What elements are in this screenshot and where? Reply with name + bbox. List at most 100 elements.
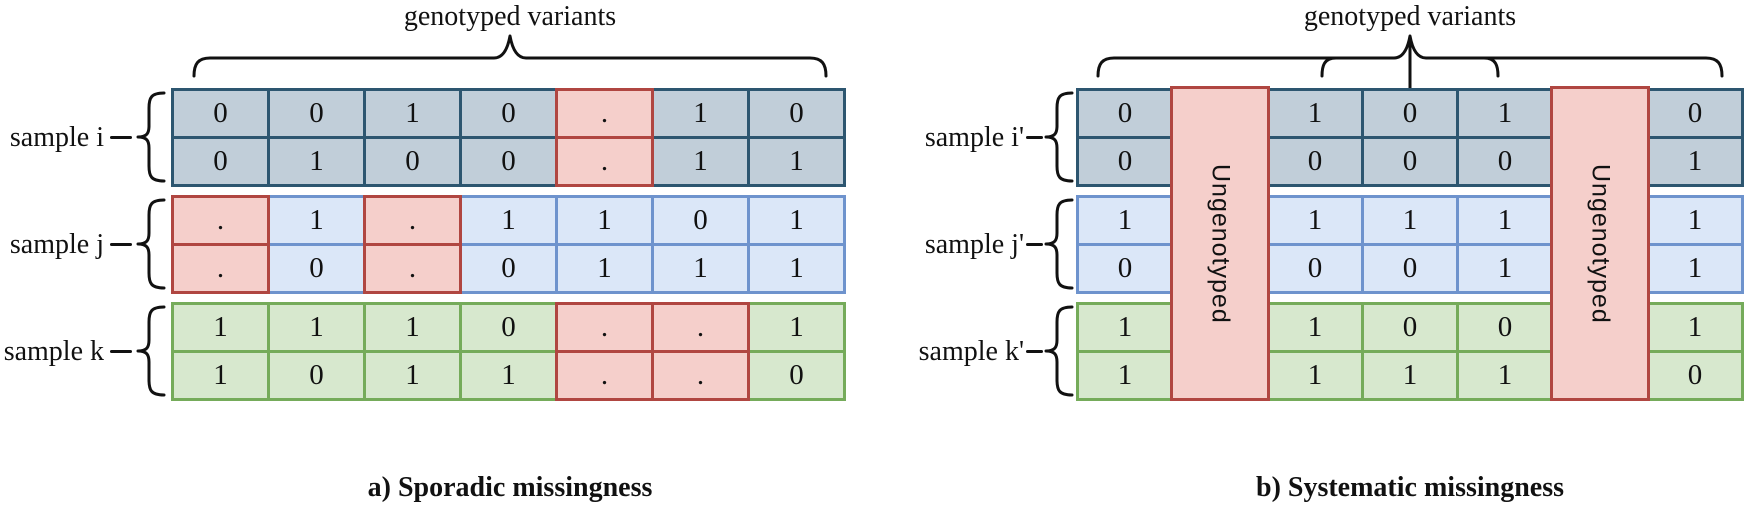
sample-label: sample k' — [918, 335, 1024, 367]
ungenotyped-bar: Ungenotyped — [1170, 86, 1270, 401]
label-connector-dash — [1026, 349, 1043, 353]
genotype-cell: 0 — [1076, 243, 1174, 294]
genotype-cell: 1 — [171, 302, 270, 353]
genotype-cell: 0 — [1456, 302, 1554, 353]
genotype-cell: 0 — [1076, 136, 1174, 187]
ungenotyped-bar: Ungenotyped — [1550, 86, 1650, 401]
genotype-cell: 1 — [1266, 302, 1364, 353]
sample-brace — [136, 305, 166, 397]
genotype-cell: 0 — [1266, 136, 1364, 187]
genotype-cell: 0 — [1361, 136, 1459, 187]
genotype-cell: 0 — [363, 136, 462, 187]
ungenotyped-label: Ungenotyped — [1586, 163, 1615, 324]
genotype-cell: 1 — [459, 350, 558, 401]
sample-brace — [1044, 198, 1074, 290]
genotype-cell: 1 — [1456, 243, 1554, 294]
genotype-cell: 1 — [1646, 136, 1744, 187]
genotype-cell: 0 — [1361, 302, 1459, 353]
genotype-cell: 0 — [459, 302, 558, 353]
overbrace-b — [1096, 34, 1724, 90]
genotype-cell: 0 — [1646, 88, 1744, 139]
genotype-cell: 1 — [171, 350, 270, 401]
genotype-cell: 1 — [1456, 195, 1554, 246]
genotype-cell: 1 — [1456, 350, 1554, 401]
genotype-cell: 0 — [651, 195, 750, 246]
missing-cell: . — [363, 195, 462, 246]
genotype-cell: 0 — [267, 243, 366, 294]
sample-brace — [136, 91, 166, 183]
genotype-cell: 0 — [459, 136, 558, 187]
label-connector-dash — [1026, 242, 1043, 246]
genotype-cell: 0 — [747, 88, 846, 139]
missing-cell: . — [555, 136, 654, 187]
genotype-cell: 0 — [1266, 243, 1364, 294]
genotype-cell: 1 — [555, 195, 654, 246]
genotype-cell: 1 — [1076, 302, 1174, 353]
genotype-cell: 0 — [267, 350, 366, 401]
genotype-cell: 1 — [651, 88, 750, 139]
missing-cell: . — [171, 243, 270, 294]
genotype-cell: 1 — [267, 136, 366, 187]
genotype-cell: 1 — [1646, 243, 1744, 294]
sample-brace — [136, 198, 166, 290]
genotype-cell: 1 — [1266, 88, 1364, 139]
genotype-cell: 1 — [555, 243, 654, 294]
genotype-cell: 0 — [267, 88, 366, 139]
genotype-cell: 1 — [267, 302, 366, 353]
genotype-cell: 1 — [1076, 350, 1174, 401]
missing-cell: . — [555, 302, 654, 353]
genotype-cell: 1 — [747, 302, 846, 353]
genotype-cell: 1 — [1646, 195, 1744, 246]
genotype-cell: 1 — [1266, 195, 1364, 246]
genotype-cell: 0 — [1456, 136, 1554, 187]
sample-label: sample k — [3, 335, 104, 367]
genotype-cell: 0 — [1361, 88, 1459, 139]
genotype-cell: 1 — [1646, 302, 1744, 353]
sample-label: sample i' — [924, 121, 1024, 153]
panel-a-title: genotyped variants — [403, 1, 617, 32]
overbrace-a — [192, 34, 828, 78]
sample-label: sample j' — [924, 228, 1024, 260]
panel-b-title: genotyped variants — [1303, 1, 1517, 32]
missing-cell: . — [651, 302, 750, 353]
sample-label: sample j — [9, 228, 104, 260]
missing-cell: . — [171, 195, 270, 246]
genotype-cell: 1 — [1266, 350, 1364, 401]
genotype-cell: 0 — [1361, 243, 1459, 294]
genotype-cell: 1 — [267, 195, 366, 246]
label-connector-dash — [1026, 135, 1043, 139]
label-connector-dash — [110, 242, 132, 246]
sample-brace — [1044, 91, 1074, 183]
genotype-cell: 1 — [1361, 350, 1459, 401]
panel-b-caption: b) Systematic missingness — [1255, 472, 1565, 503]
genotype-cell: 1 — [747, 136, 846, 187]
genotype-cell: 1 — [747, 195, 846, 246]
genotype-cell: 1 — [459, 195, 558, 246]
sample-brace — [1044, 305, 1074, 397]
genotype-cell: 1 — [651, 136, 750, 187]
missing-cell: . — [555, 88, 654, 139]
sample-label: sample i — [9, 121, 104, 153]
genotype-cell: 0 — [747, 350, 846, 401]
genotype-cell: 1 — [363, 350, 462, 401]
label-connector-dash — [110, 135, 132, 139]
genotype-cell: 0 — [171, 136, 270, 187]
genotype-cell: 1 — [651, 243, 750, 294]
genotype-cell: 1 — [747, 243, 846, 294]
genotype-cell: 0 — [1646, 350, 1744, 401]
genotype-cell: 0 — [459, 88, 558, 139]
genotype-cell: 0 — [1076, 88, 1174, 139]
genotype-cell: 1 — [1361, 195, 1459, 246]
missing-cell: . — [363, 243, 462, 294]
